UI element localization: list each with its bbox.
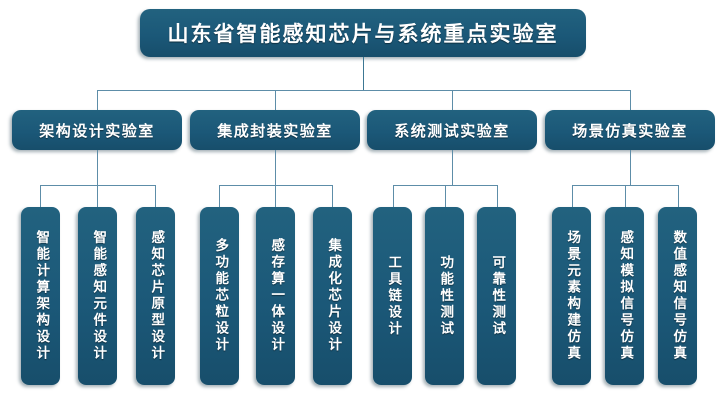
leaf-node-g4-3[interactable]: 数值感知信号仿真 <box>658 207 697 385</box>
leaf-label: 功能性测试 <box>437 254 454 338</box>
tier2-node-architecture-design-lab[interactable]: 架构设计实验室 <box>12 110 182 150</box>
leaf-node-g1-3[interactable]: 感知芯片原型设计 <box>136 207 175 385</box>
connector-group3-drop-2 <box>445 185 446 207</box>
leaf-node-g1-2[interactable]: 智能感知元件设计 <box>78 207 117 385</box>
leaf-label: 数值感知信号仿真 <box>670 230 687 362</box>
leaf-node-g1-1[interactable]: 智能计算架构设计 <box>21 207 60 385</box>
root-node-key-laboratory[interactable]: 山东省智能感知芯片与系统重点实验室 <box>140 9 586 57</box>
leaf-label: 智能计算架构设计 <box>33 230 50 362</box>
connector-group2-drop-1 <box>219 185 220 207</box>
leaf-label: 感知模拟信号仿真 <box>617 230 634 362</box>
tier2-node-scene-simulation-lab[interactable]: 场景仿真实验室 <box>545 110 715 150</box>
leaf-node-g4-1[interactable]: 场景元素构建仿真 <box>552 207 591 385</box>
leaf-node-g3-3[interactable]: 可靠性测试 <box>477 207 516 385</box>
connector-group2-drop-2 <box>275 185 276 207</box>
tier2-node-integrated-packaging-lab[interactable]: 集成封装实验室 <box>190 110 360 150</box>
connector-tier2-drop-4 <box>630 90 631 110</box>
connector-group4-drop-2 <box>625 185 626 207</box>
leaf-label: 感存算一体设计 <box>268 238 285 354</box>
connector-group2-drop-3 <box>332 185 333 207</box>
connector-group1-drop-3 <box>155 185 156 207</box>
leaf-label: 工具链设计 <box>385 254 402 338</box>
connector-group4-drop-3 <box>678 185 679 207</box>
connector-group3-drop-3 <box>497 185 498 207</box>
connector-group3-drop-1 <box>393 185 394 207</box>
leaf-node-g2-1[interactable]: 多功能芯粒设计 <box>200 207 239 385</box>
connector-group1-drop-1 <box>40 185 41 207</box>
connector-tier2-bus <box>97 90 630 91</box>
leaf-node-g3-1[interactable]: 工具链设计 <box>373 207 412 385</box>
connector-tier2-drop-2 <box>275 90 276 110</box>
leaf-label: 感知芯片原型设计 <box>148 230 165 362</box>
connector-group1-stem <box>97 150 98 185</box>
tier2-node-system-testing-lab[interactable]: 系统测试实验室 <box>367 110 537 150</box>
connector-group1-drop-2 <box>97 185 98 207</box>
leaf-node-g3-2[interactable]: 功能性测试 <box>425 207 464 385</box>
leaf-label: 场景元素构建仿真 <box>564 230 581 362</box>
connector-group4-stem <box>630 150 631 185</box>
connector-tier2-drop-1 <box>97 90 98 110</box>
connector-group3-stem <box>452 150 453 185</box>
leaf-label: 可靠性测试 <box>489 254 506 338</box>
connector-tier2-drop-3 <box>452 90 453 110</box>
leaf-node-g4-2[interactable]: 感知模拟信号仿真 <box>605 207 644 385</box>
connector-group4-drop-1 <box>572 185 573 207</box>
leaf-label: 多功能芯粒设计 <box>212 238 229 354</box>
connector-group2-stem <box>275 150 276 185</box>
leaf-node-g2-3[interactable]: 集成化芯片设计 <box>313 207 352 385</box>
leaf-label: 智能感知元件设计 <box>90 230 107 362</box>
leaf-node-g2-2[interactable]: 感存算一体设计 <box>256 207 295 385</box>
leaf-label: 集成化芯片设计 <box>325 238 342 354</box>
connector-root-drop <box>363 57 364 90</box>
